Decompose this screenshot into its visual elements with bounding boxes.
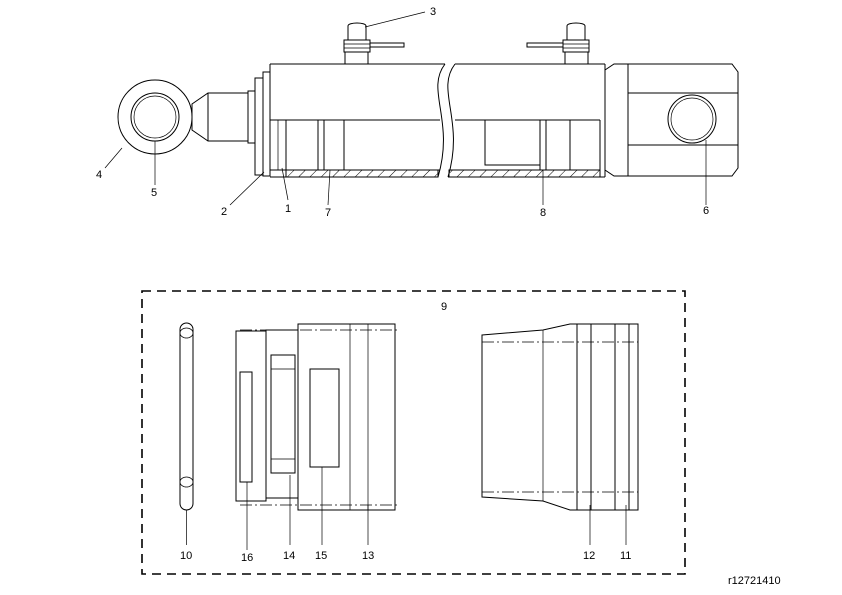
callout-13: 13 xyxy=(362,550,374,562)
callout-1: 1 xyxy=(285,203,291,215)
port-right xyxy=(526,22,590,64)
callout-3: 3 xyxy=(430,6,436,18)
leader-lines-upper xyxy=(104,11,707,206)
head-gland xyxy=(254,71,287,177)
piston-part xyxy=(481,323,639,511)
callout-11: 11 xyxy=(620,550,631,562)
figure-id: r12721410 xyxy=(728,575,781,587)
callout-7: 7 xyxy=(325,207,331,219)
leader-lines-lower xyxy=(186,467,627,550)
port-left xyxy=(343,22,405,64)
callout-9: 9 xyxy=(441,301,447,313)
cap-end xyxy=(604,63,739,177)
callout-2: 2 xyxy=(221,206,227,218)
callout-5: 5 xyxy=(151,187,157,199)
callout-14: 14 xyxy=(283,550,295,562)
cylinder-assembly xyxy=(104,11,739,206)
callout-4: 4 xyxy=(96,169,102,181)
callout-15: 15 xyxy=(315,550,327,562)
barrel-right xyxy=(447,63,605,178)
rod-neck xyxy=(191,90,256,144)
callout-10: 10 xyxy=(180,550,192,562)
callout-12: 12 xyxy=(583,550,595,562)
barrel-left xyxy=(269,63,446,178)
gland-part xyxy=(235,323,400,511)
o-ring-part xyxy=(179,322,194,511)
callout-8: 8 xyxy=(540,207,546,219)
callout-6: 6 xyxy=(703,205,709,217)
seal-kit-group xyxy=(141,290,686,575)
callout-16: 16 xyxy=(241,552,253,564)
callout-labels: 3 4 5 2 1 7 8 6 9 10 16 14 15 13 12 11 r… xyxy=(96,6,781,587)
